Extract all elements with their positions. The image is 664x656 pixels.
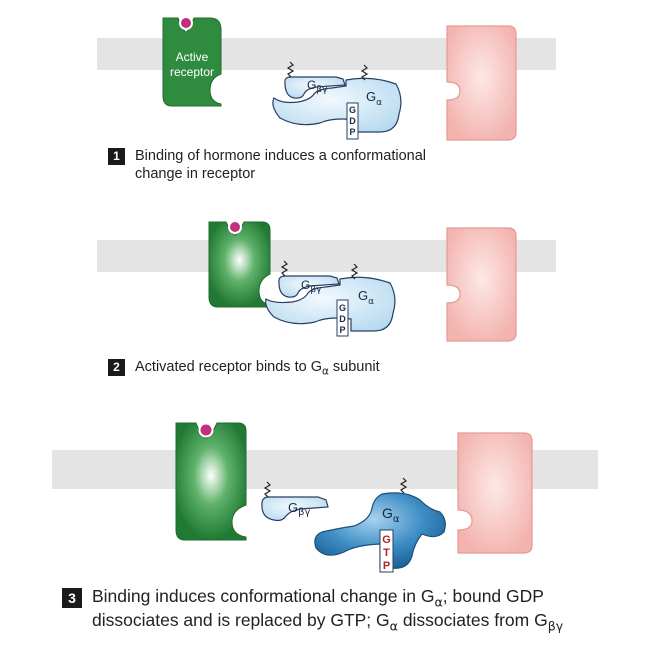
svg-text:D: D (349, 116, 356, 126)
gbetagamma-label-1: Gβγ (307, 78, 328, 95)
step-1-line-1: Binding of hormone induces a conformatio… (135, 148, 426, 164)
panel-2 (97, 220, 556, 342)
effector-2 (446, 227, 517, 342)
gbetagamma-2 (278, 275, 340, 298)
step-3-line-1: Binding induces conformational change in… (92, 586, 563, 610)
step-2-text-b: subunit (328, 359, 380, 375)
active-receptor-label: Active (176, 50, 209, 64)
step-1-text: Binding of hormone induces a conformatio… (135, 147, 426, 183)
gbetagamma-label-3: Gβγ (288, 500, 311, 518)
gbetagamma-label-2: Gβγ (301, 278, 322, 295)
galpha-label-2: Gα (358, 288, 374, 307)
svg-text:D: D (339, 314, 346, 324)
svg-text:P: P (383, 560, 390, 572)
step-2-text: Activated receptor binds to Gα subunit (135, 358, 380, 379)
step-3-line-2-sub1: α (389, 618, 398, 634)
galpha-1 (272, 77, 402, 133)
hormone-3 (198, 422, 214, 438)
gbetagamma-1 (284, 76, 346, 99)
step-3-line-2-a: dissociates and is replaced by GTP; G (92, 610, 390, 631)
gtp-label-3: G T P (382, 534, 391, 572)
active-receptor-label-line2: receptor (170, 65, 214, 79)
receptor-3 (175, 422, 247, 541)
effector-1 (446, 25, 517, 141)
step-3-line-1-b: ; bound GDP (442, 586, 544, 606)
step-2-caption: 2 Activated receptor binds to Gα subunit (108, 358, 380, 379)
step-2-sub: α (322, 365, 329, 378)
galpha-label-3: Gα (382, 505, 400, 525)
step-2-text-a: Activated receptor binds to G (135, 359, 322, 375)
lipid-anchor-1a (286, 61, 295, 78)
gbetagamma-3 (261, 496, 329, 522)
effector-3 (457, 432, 533, 554)
lipid-anchor-2b (350, 263, 359, 280)
step-3-number: 3 (62, 588, 82, 608)
svg-text:T: T (383, 547, 390, 559)
step-2-number: 2 (108, 359, 125, 376)
svg-text:G: G (382, 534, 391, 546)
gdp-box-2 (336, 299, 349, 337)
svg-labels: Active receptor Gβγ Gα G D P Gβγ Gα G D … (170, 50, 400, 572)
gtp-box-3 (379, 529, 394, 573)
step-3-line-2-sub2: βγ (547, 618, 564, 634)
lipid-anchor-3a (263, 481, 272, 498)
galpha-2 (265, 276, 396, 332)
gdp-label-2: G D P (339, 303, 346, 335)
svg-text:P: P (349, 127, 355, 137)
hormone-1 (179, 16, 193, 30)
step-3-text: Binding induces conformational change in… (92, 586, 563, 634)
step-3-line-2: dissociates and is replaced by GTP; Gα d… (92, 610, 563, 634)
svg-text:P: P (339, 325, 345, 335)
panel-1 (97, 16, 556, 141)
panel-3 (52, 422, 598, 573)
gdp-box-1 (346, 102, 359, 140)
svg-text:G: G (349, 105, 356, 115)
lipid-anchor-3b (399, 477, 408, 494)
hormone-2 (228, 220, 242, 234)
step-1-caption: 1 Binding of hormone induces a conformat… (108, 147, 426, 183)
step-3-line-1-sub: α (434, 594, 443, 610)
step-1-line-2: change in receptor (135, 166, 256, 183)
gdp-label-1: G D P (349, 105, 356, 137)
step-1-number: 1 (108, 148, 125, 165)
galpha-label-1: Gα (366, 89, 382, 108)
step-3-line-2-b: dissociates from G (397, 610, 548, 631)
lipid-anchor-2a (280, 260, 289, 277)
svg-text:G: G (339, 303, 346, 313)
receptor-2 (208, 221, 271, 308)
step-3-line-1-a: Binding induces conformational change in… (92, 586, 435, 606)
step-3-caption: 3 Binding induces conformational change … (62, 586, 563, 634)
lipid-anchor-1b (360, 64, 369, 81)
receptor-1 (162, 17, 222, 107)
